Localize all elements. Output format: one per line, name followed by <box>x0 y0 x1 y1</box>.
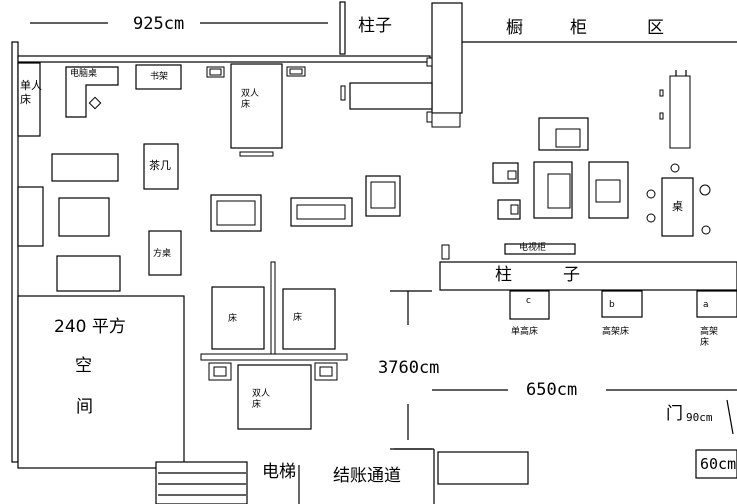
nightstand-right-inner <box>289 68 303 75</box>
sofa-1 <box>51 153 119 182</box>
single-bed <box>17 62 41 137</box>
bed-base <box>200 353 348 361</box>
hinge-1 <box>659 89 664 97</box>
long-bench <box>349 82 433 110</box>
bottom-door-box <box>695 449 737 479</box>
pillar-mid <box>439 261 737 291</box>
computer-desk <box>65 66 119 118</box>
square-table <box>148 230 182 276</box>
loft-bed-2-label-2: 床 <box>700 338 710 348</box>
nightstand-b-left-inner <box>213 366 227 377</box>
nightstand-b-right-inner <box>319 366 333 377</box>
space-char-2: 间 <box>76 397 93 417</box>
nightstand-left-inner <box>209 68 222 76</box>
tv-bench <box>504 243 576 255</box>
space-char-1: 空 <box>75 356 92 376</box>
single-bed-label-1: 单人 <box>20 79 42 92</box>
loft-bed-2 <box>696 290 737 318</box>
seat-b-inner <box>510 204 519 215</box>
door-label: 门 <box>666 404 683 424</box>
chair-mid-1-inner <box>216 200 256 226</box>
bed-left-label: 床 <box>228 314 238 324</box>
checkout-label: 结账通道 <box>333 466 401 486</box>
tv-bench-label: 电视柜 <box>519 243 547 253</box>
double-bed-top-label-2: 床 <box>241 100 251 110</box>
bed-right <box>282 288 336 350</box>
cabinet-right-top-inner <box>555 128 581 148</box>
marker-c: c <box>526 296 531 306</box>
cabinet-zone-3: 区 <box>647 18 664 38</box>
door-right-dim: 60cm <box>700 455 737 473</box>
pillar-top-label: 柱子 <box>358 16 392 36</box>
stool-left-2 <box>646 213 656 223</box>
single-bed-label-2: 床 <box>20 93 31 106</box>
pillar-mid-tab <box>441 244 450 260</box>
space-area-label: 240 平方 <box>54 317 126 337</box>
marker-a: a <box>703 300 709 310</box>
table-right-label: 桌 <box>672 200 683 213</box>
elevator-stairs <box>155 461 248 504</box>
pillar-tab-2 <box>426 111 433 123</box>
double-bed-top-label-1: 双人 <box>241 89 260 99</box>
pillar-block <box>431 2 463 114</box>
tea-table <box>143 143 179 190</box>
door-frame <box>669 75 691 149</box>
left-wall <box>11 41 19 463</box>
bench-mid-inner <box>296 204 346 220</box>
double-bed-bottom <box>237 364 312 430</box>
pillar-foot <box>431 112 461 128</box>
bed-right-label: 床 <box>293 313 303 323</box>
seat-a-inner <box>507 170 517 180</box>
single-high-bed <box>509 290 550 320</box>
pillar-mid-label-2: 子 <box>563 265 580 285</box>
double-bed-bottom-label-1: 双人 <box>252 389 271 399</box>
area-240 <box>17 295 185 469</box>
bed-left <box>211 286 265 350</box>
dim-right: 3760cm <box>378 358 440 378</box>
bed-step <box>239 151 274 157</box>
door-dim: 90cm <box>686 411 713 424</box>
cabinet-zone-2: 柜 <box>570 18 587 38</box>
tea-table-label: 茶几 <box>149 159 171 172</box>
single-high-bed-label: 单高床 <box>511 327 539 337</box>
pillar-post <box>339 1 346 55</box>
stool-left-1 <box>646 189 656 199</box>
sofa-right-2-inner <box>595 179 621 203</box>
bookshelf <box>135 64 182 90</box>
hinge-2 <box>659 112 664 120</box>
loft-bed-label: 高架床 <box>602 327 630 337</box>
double-bed-top <box>230 63 283 149</box>
dim-bottom: 650cm <box>526 380 578 400</box>
stool-right-1 <box>699 184 711 196</box>
double-bed-bottom-label-2: 床 <box>252 400 262 410</box>
cabinet-mid-inner <box>370 181 396 209</box>
bookshelf-label: 书架 <box>150 72 169 82</box>
chair <box>88 96 102 110</box>
elevator-label: 电梯 <box>262 462 296 482</box>
cabinet-zone-1: 橱 <box>506 18 523 38</box>
table-right <box>661 177 694 237</box>
bed-divider <box>270 261 276 355</box>
side-cabinet <box>17 186 44 247</box>
stool-right-2 <box>701 225 711 235</box>
bottom-counter <box>437 451 529 485</box>
sofa-3 <box>56 255 121 292</box>
sofa-2 <box>58 197 110 237</box>
marker-b: b <box>609 300 615 310</box>
pillar-tab <box>426 57 433 67</box>
loft-bed-2-label-1: 高架 <box>700 327 719 337</box>
computer-desk-label: 电脑桌 <box>70 69 98 79</box>
door-swing <box>726 399 734 435</box>
square-table-label: 方桌 <box>153 249 172 259</box>
pillar-mid-label: 柱 <box>495 265 512 285</box>
stool-top <box>670 163 680 173</box>
top-wall <box>17 55 431 63</box>
bench-tab <box>340 85 346 101</box>
dim-top: 925cm <box>133 14 185 34</box>
sofa-right-1-inner <box>547 173 571 209</box>
loft-bed <box>601 290 643 318</box>
